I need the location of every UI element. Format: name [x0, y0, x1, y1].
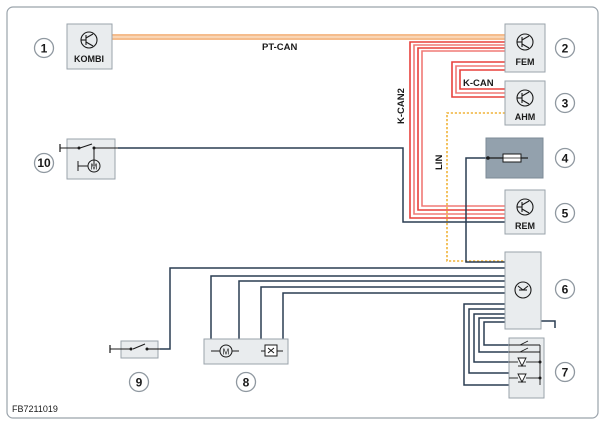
- transistor-icon: [516, 33, 534, 51]
- led-icon: [509, 373, 540, 384]
- k-can2-bus: [409, 41, 505, 219]
- transistor-icon: [516, 198, 534, 216]
- switch-9: [109, 340, 160, 359]
- svg-text:7: 7: [562, 366, 569, 380]
- callout-5: 5: [554, 202, 576, 224]
- pt-can-bus: [112, 34, 505, 40]
- diagram-frame: [6, 6, 599, 419]
- callout-9: 9: [128, 371, 150, 393]
- k-can2-label: K-CAN2: [396, 88, 407, 124]
- pt-can-label: PT-CAN: [262, 42, 298, 53]
- motor-switch-10: M: [59, 138, 118, 180]
- callout-4: 4: [554, 147, 576, 169]
- svg-text:5: 5: [562, 207, 569, 221]
- svg-text:3: 3: [562, 97, 569, 111]
- callout-1: 1: [33, 37, 55, 59]
- callout-2: 2: [554, 37, 576, 59]
- kombi-label: KOMBI: [74, 54, 104, 64]
- motor-icon: M: [77, 159, 101, 173]
- callout-10: 10: [33, 152, 55, 174]
- motor-icon: M: [211, 344, 239, 358]
- svg-text:1: 1: [41, 42, 48, 56]
- transistor-icon: [80, 31, 98, 49]
- ahm-label: AHM: [515, 112, 536, 122]
- rem-module: REM: [504, 189, 546, 235]
- svg-text:10: 10: [37, 156, 51, 170]
- transistor-icon: [514, 281, 532, 299]
- rem-label: REM: [515, 221, 535, 231]
- fuse-module: [485, 137, 544, 179]
- svg-text:M: M: [223, 348, 230, 357]
- k-can-bus: [451, 61, 505, 98]
- fem-label: FEM: [516, 57, 535, 67]
- switch-led-module-7: [508, 337, 545, 399]
- led-icon: [509, 357, 540, 368]
- lin-label: LIN: [434, 155, 445, 170]
- svg-text:8: 8: [243, 376, 250, 390]
- svg-text:M: M: [91, 163, 98, 172]
- ahm-module: AHM: [504, 80, 546, 126]
- fem-module: FEM: [504, 23, 546, 73]
- svg-text:4: 4: [562, 152, 569, 166]
- transistor-icon: [516, 89, 534, 107]
- svg-text:9: 9: [136, 376, 143, 390]
- svg-text:6: 6: [562, 283, 569, 297]
- motor-heater-module-8: M: [203, 338, 289, 365]
- callout-8: 8: [235, 371, 257, 393]
- control-unit-6: [504, 251, 542, 330]
- k-can-label: K-CAN: [463, 78, 494, 89]
- callout-7: 7: [554, 361, 576, 383]
- lin-bus: [446, 112, 505, 262]
- svg-text:2: 2: [562, 42, 569, 56]
- callout-3: 3: [554, 92, 576, 114]
- figure-reference: FB7211019: [12, 404, 58, 414]
- heater-icon: [261, 344, 283, 357]
- callout-6: 6: [554, 278, 576, 300]
- kombi-module: KOMBI: [66, 23, 113, 70]
- signal-wires: [118, 147, 556, 386]
